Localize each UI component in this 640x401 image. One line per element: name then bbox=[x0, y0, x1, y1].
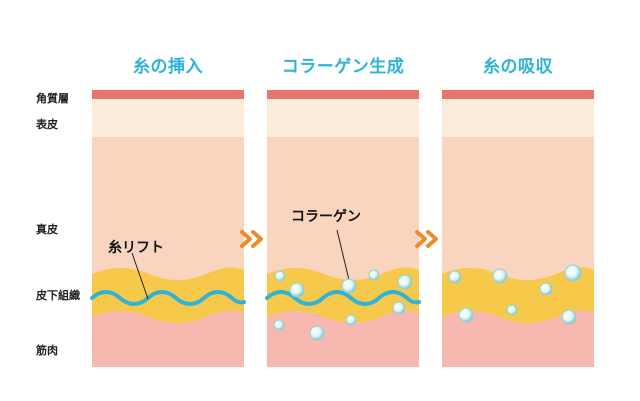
layer-stratum-corneum bbox=[267, 90, 419, 99]
collagen-callout-line bbox=[336, 229, 350, 281]
label-stratum-corneum: 角質層 bbox=[36, 92, 69, 105]
collagen-bubble-icon bbox=[368, 269, 380, 281]
stage-title-absorption: 糸の吸収 bbox=[483, 57, 553, 77]
collagen-bubble-icon bbox=[561, 309, 577, 325]
double-chevron-right-icon bbox=[240, 230, 263, 248]
panel-collagen bbox=[265, 90, 421, 367]
collagen-bubble-icon bbox=[492, 268, 508, 284]
thread-callout-line bbox=[131, 252, 149, 300]
label-dermis: 真皮 bbox=[36, 223, 58, 236]
layer-subcutaneous bbox=[92, 267, 244, 323]
collagen-bubbles bbox=[448, 264, 582, 325]
callout-collagen: コラーゲン bbox=[291, 209, 361, 225]
collagen-bubble-icon bbox=[506, 304, 518, 316]
collagen-bubble-icon bbox=[341, 278, 357, 294]
collagen-bubble-icon bbox=[397, 274, 413, 290]
double-chevron-right-icon bbox=[415, 230, 438, 248]
collagen-bubble-icon bbox=[273, 319, 285, 331]
panel-absorption bbox=[442, 90, 594, 367]
layer-muscle bbox=[442, 310, 594, 367]
panel-insertion bbox=[90, 90, 246, 367]
collagen-bubble-icon bbox=[448, 270, 462, 284]
layer-subcutaneous bbox=[267, 267, 419, 323]
collagen-bubble-icon bbox=[392, 301, 406, 315]
layer-stratum-corneum bbox=[92, 90, 244, 99]
label-subcutaneous: 皮下組織 bbox=[36, 289, 80, 302]
collagen-bubble-icon bbox=[289, 282, 305, 298]
layer-epidermis bbox=[267, 99, 419, 137]
stage-title-collagen: コラーゲン生成 bbox=[281, 57, 405, 77]
layer-epidermis bbox=[92, 99, 244, 137]
collagen-bubble-icon bbox=[309, 325, 325, 341]
collagen-bubble-icon bbox=[539, 282, 553, 296]
collagen-bubbles bbox=[273, 269, 413, 341]
layer-epidermis bbox=[442, 99, 594, 137]
label-muscle: 筋肉 bbox=[36, 344, 58, 357]
collagen-bubble-icon bbox=[458, 307, 474, 323]
layer-stratum-corneum bbox=[442, 90, 594, 99]
thread bbox=[90, 290, 246, 306]
thread bbox=[265, 290, 421, 306]
collagen-bubble-icon bbox=[274, 270, 286, 282]
collagen-bubble-icon bbox=[564, 264, 582, 282]
collagen-bubble-icon bbox=[345, 314, 357, 326]
stage-title-insertion: 糸の挿入 bbox=[133, 57, 203, 77]
layer-muscle bbox=[92, 310, 244, 367]
label-epidermis: 表皮 bbox=[36, 118, 58, 131]
layer-muscle bbox=[267, 310, 419, 367]
callout-thread-lift: 糸リフト bbox=[108, 240, 164, 256]
layer-subcutaneous bbox=[442, 267, 594, 323]
